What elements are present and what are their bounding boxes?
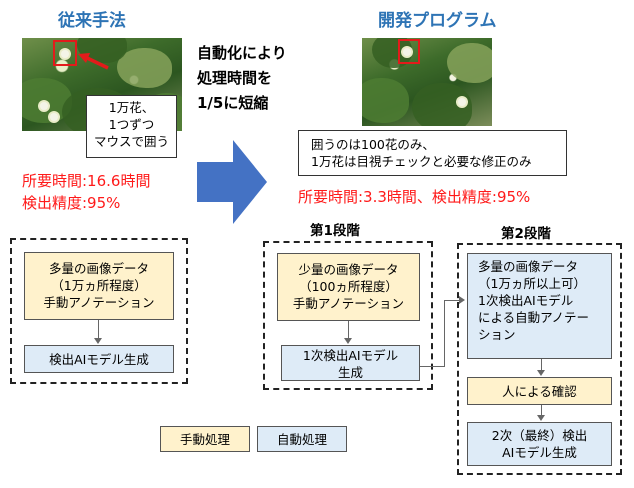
program-time-accuracy: 所要時間:3.3時間、検出精度:95% — [298, 188, 531, 206]
stage1-frame — [263, 241, 433, 390]
developed-program-title: 開発プログラム — [378, 11, 497, 31]
flower-selection-box — [398, 39, 420, 64]
arrow-down-icon — [537, 415, 545, 421]
arrow-down-icon — [537, 370, 545, 376]
detection-model-box: 検出AIモデル生成 — [24, 345, 174, 373]
box-line: （1万ヵ所程度） — [51, 278, 147, 293]
flow-connector — [98, 320, 99, 340]
box-line: AIモデル生成 — [502, 445, 577, 460]
improvement-line: 処理時間を — [197, 69, 273, 87]
legend-auto: 自動処理 — [257, 426, 347, 452]
box-line: （100ヵ所程度） — [299, 279, 398, 294]
flow-connector — [444, 300, 460, 301]
stage2-auto-annotation-box: 多量の画像データ （1万ヵ所以上可） 1次検出AIモデル による自動アノテー シ… — [467, 253, 612, 359]
note-line: 1万花は目視チェックと必要な修正のみ — [311, 154, 532, 169]
box-line: 2次（最終）検出 — [491, 428, 588, 443]
flow-connector — [348, 321, 349, 340]
manual-annotation-callout: 1万花、 1つずつ マウスで囲う — [86, 95, 177, 158]
arrow-down-icon — [344, 338, 352, 344]
program-note-callout: 囲うのは100花のみ、 1万花は目視チェックと必要な修正のみ — [298, 130, 567, 176]
stage1-model-box: 1次検出AIモデル 生成 — [281, 345, 420, 381]
stage2-frame — [457, 243, 622, 475]
box-line: （1万ヵ所以上可） — [478, 276, 586, 291]
arrow-right-icon — [459, 296, 465, 304]
callout-line: 1つずつ — [108, 117, 155, 132]
transition-arrow — [197, 140, 267, 224]
box-line: 少量の画像データ — [298, 262, 399, 277]
conventional-accuracy: 検出精度:95% — [22, 194, 121, 212]
box-line: 多量の画像データ — [48, 261, 149, 276]
flow-connector — [541, 359, 542, 372]
conventional-method-title: 従来手法 — [58, 11, 126, 31]
box-line: 多量の画像データ — [478, 259, 579, 274]
legend-manual: 手動処理 — [160, 426, 250, 452]
stage1-manual-box: 少量の画像データ （100ヵ所程度） 手動アノテーション — [277, 253, 420, 321]
red-pointer-arrow — [78, 53, 109, 70]
conventional-flow-frame — [10, 238, 188, 384]
flower-selection-box — [53, 40, 77, 66]
flow-connector — [541, 405, 542, 417]
callout-line: マウスで囲う — [93, 134, 169, 149]
callout-line: 1万花、 — [108, 100, 155, 115]
stage2-label: 第2段階 — [501, 226, 551, 242]
conventional-time: 所要時間:16.6時間 — [22, 172, 151, 190]
human-check-box: 人による確認 — [467, 377, 612, 405]
box-line: 手動アノテーション — [292, 296, 405, 311]
box-line: 生成 — [337, 365, 363, 380]
box-line: 1次検出AIモデル — [478, 293, 574, 308]
note-line: 囲うのは100花のみ、 — [311, 137, 435, 152]
final-model-box: 2次（最終）検出 AIモデル生成 — [467, 422, 612, 466]
flow-connector — [444, 300, 445, 367]
manual-annotation-box: 多量の画像データ （1万ヵ所程度） 手動アノテーション — [24, 252, 174, 320]
improvement-line: 自動化により — [197, 44, 287, 62]
improvement-text: 自動化により 処理時間を 1/5に短縮 — [197, 41, 287, 116]
box-line: 手動アノテーション — [43, 295, 155, 310]
box-line: による自動アノテー — [478, 310, 590, 325]
stage1-label: 第1段階 — [310, 223, 360, 239]
box-line: ション — [478, 327, 516, 342]
arrow-down-icon — [94, 338, 102, 344]
strawberry-photo-right — [362, 38, 492, 126]
box-line: 1次検出AIモデル — [302, 348, 399, 363]
improvement-line: 1/5に短縮 — [197, 94, 269, 112]
flow-connector — [420, 366, 445, 367]
